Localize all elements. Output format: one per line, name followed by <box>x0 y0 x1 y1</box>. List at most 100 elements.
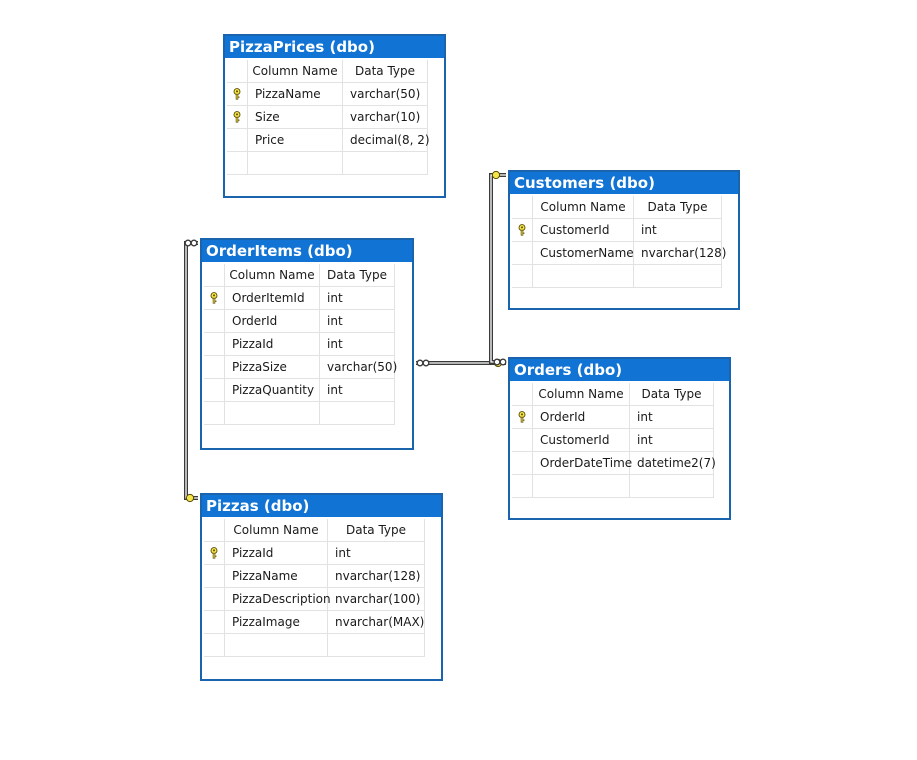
data-type-cell[interactable]: nvarchar(100) <box>328 588 425 611</box>
row-selector[interactable] <box>204 588 225 611</box>
row-selector[interactable] <box>512 475 533 498</box>
column-name-cell-empty[interactable] <box>225 634 328 657</box>
table-title[interactable]: OrderItems (dbo) <box>202 240 412 262</box>
data-type-cell[interactable]: int <box>320 333 395 356</box>
column-name-cell[interactable]: Size <box>248 106 343 129</box>
row-selector[interactable] <box>204 310 225 333</box>
column-name-cell[interactable]: CustomerId <box>533 429 630 452</box>
column-name-cell-empty[interactable] <box>533 475 630 498</box>
data-type-cell[interactable]: nvarchar(128) <box>328 565 425 588</box>
row-selector[interactable] <box>227 152 248 175</box>
data-type-cell[interactable]: nvarchar(MAX) <box>328 611 425 634</box>
row-selector[interactable] <box>512 242 533 265</box>
row-selector[interactable] <box>512 219 533 242</box>
column-name-cell[interactable]: PizzaName <box>225 565 328 588</box>
row-selector[interactable] <box>512 406 533 429</box>
data-type-cell[interactable]: datetime2(7) <box>630 452 716 475</box>
column-name-cell[interactable]: PizzaName <box>248 83 343 106</box>
row-selector[interactable] <box>204 611 225 634</box>
table-title[interactable]: Orders (dbo) <box>510 359 729 381</box>
empty-row[interactable] <box>227 152 428 175</box>
data-type-cell[interactable]: int <box>320 379 395 402</box>
column-name-cell-empty[interactable] <box>533 265 634 288</box>
data-type-cell-empty[interactable] <box>320 402 395 425</box>
table-title[interactable]: Customers (dbo) <box>510 172 738 194</box>
empty-row[interactable] <box>204 402 395 425</box>
relationship-orderitems-pizzas[interactable] <box>184 241 198 500</box>
row-selector[interactable] <box>204 565 225 588</box>
column-name-cell[interactable]: PizzaDescription <box>225 588 331 611</box>
table-title[interactable]: PizzaPrices (dbo) <box>225 36 444 58</box>
row-selector[interactable] <box>204 287 225 310</box>
row-selector[interactable] <box>227 83 248 106</box>
column-name-cell[interactable]: CustomerName <box>533 242 634 265</box>
data-type-cell-empty[interactable] <box>630 475 714 498</box>
row-selector[interactable] <box>227 106 248 129</box>
data-type-cell[interactable]: varchar(10) <box>343 106 428 129</box>
column-name-cell[interactable]: PizzaId <box>225 542 328 565</box>
data-type-cell[interactable]: int <box>320 310 395 333</box>
data-type-cell[interactable]: int <box>630 406 714 429</box>
data-type-cell[interactable]: int <box>630 429 714 452</box>
data-type-cell[interactable]: varchar(50) <box>320 356 397 379</box>
row-selector[interactable] <box>204 333 225 356</box>
column-name-cell[interactable]: CustomerId <box>533 219 634 242</box>
column-name-cell-empty[interactable] <box>248 152 343 175</box>
row-selector[interactable] <box>204 356 225 379</box>
data-type-cell[interactable]: varchar(50) <box>343 83 428 106</box>
data-type-cell[interactable]: nvarchar(128) <box>634 242 727 265</box>
data-type-cell-empty[interactable] <box>328 634 425 657</box>
row-selector[interactable] <box>204 542 225 565</box>
row-selector[interactable] <box>204 379 225 402</box>
data-type-cell[interactable]: decimal(8, 2) <box>343 129 430 152</box>
row-selector[interactable] <box>512 452 533 475</box>
column-name-cell[interactable]: OrderDateTime <box>533 452 632 475</box>
empty-row[interactable] <box>204 634 425 657</box>
relationship-orders-customers[interactable] <box>489 173 506 364</box>
column-name-cell[interactable]: Price <box>248 129 343 152</box>
column-name-cell[interactable]: OrderItemId <box>225 287 320 310</box>
data-type-cell-empty[interactable] <box>343 152 428 175</box>
column-name-cell[interactable]: PizzaQuantity <box>225 379 320 402</box>
data-type-cell-empty[interactable] <box>634 265 722 288</box>
row-selector[interactable] <box>204 634 225 657</box>
column-name-cell[interactable]: PizzaId <box>225 333 320 356</box>
data-type-cell[interactable]: int <box>634 219 722 242</box>
empty-row[interactable] <box>512 265 722 288</box>
data-type-cell[interactable]: int <box>328 542 425 565</box>
column-name-cell[interactable]: PizzaImage <box>225 611 328 634</box>
row-selector[interactable] <box>204 402 225 425</box>
data-type-cell[interactable]: int <box>320 287 395 310</box>
column-name-cell[interactable]: PizzaSize <box>225 356 320 379</box>
row-selector[interactable] <box>227 129 248 152</box>
row-selector[interactable] <box>512 429 533 452</box>
column-name-cell[interactable]: OrderId <box>225 310 320 333</box>
row-selector[interactable] <box>512 265 533 288</box>
table-title[interactable]: Pizzas (dbo) <box>202 495 441 517</box>
column-name-cell[interactable]: OrderId <box>533 406 630 429</box>
empty-row[interactable] <box>512 475 714 498</box>
column-name-cell-empty[interactable] <box>225 402 320 425</box>
